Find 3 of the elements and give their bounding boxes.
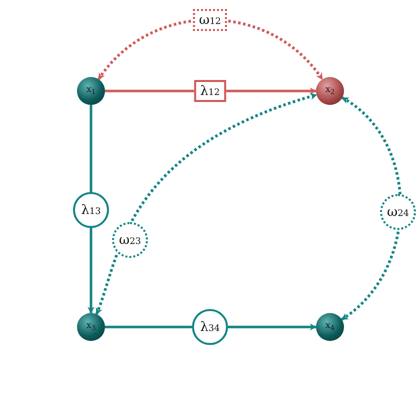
dotted-arrow xyxy=(95,93,318,315)
dotted-arrow xyxy=(340,96,402,321)
dotted-arrow xyxy=(98,18,324,80)
